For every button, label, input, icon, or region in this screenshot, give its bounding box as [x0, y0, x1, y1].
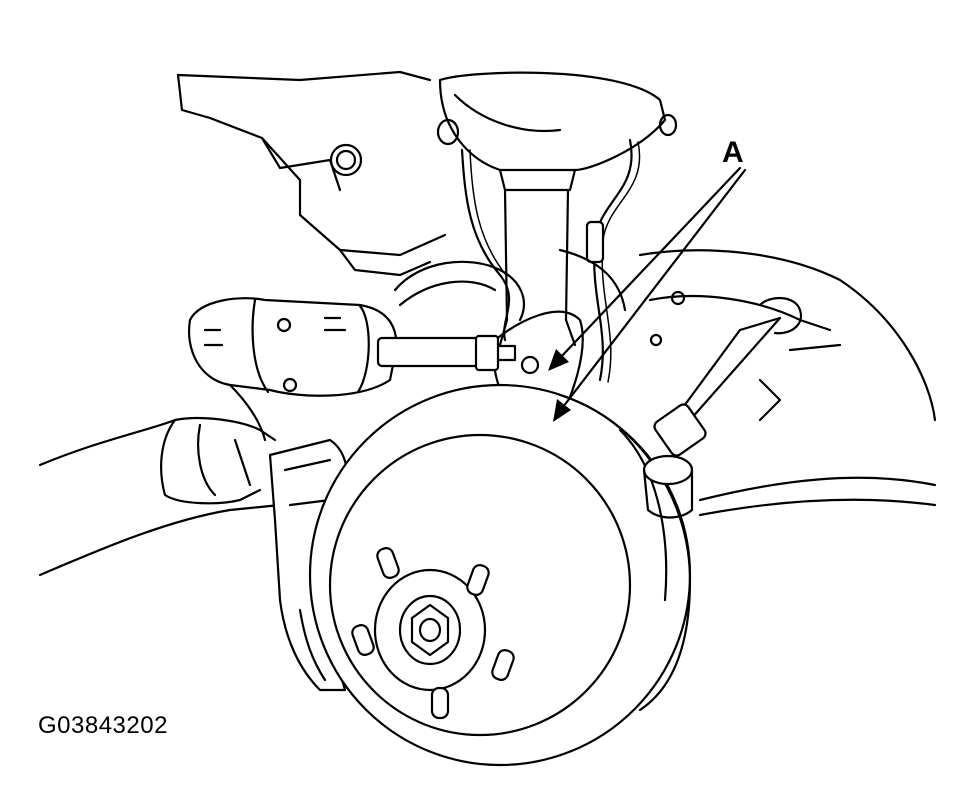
stabilizer-link — [393, 248, 627, 322]
brake-rotor — [308, 383, 692, 767]
hand — [38, 383, 282, 577]
fender-panel — [176, 70, 447, 277]
tie-rod — [642, 297, 803, 519]
figure-id: G03843202 — [38, 712, 168, 739]
brake-hose — [460, 138, 641, 383]
callout-arrows — [548, 166, 747, 422]
impact-wrench — [187, 297, 517, 397]
callout-label-a: A — [722, 136, 744, 169]
wheel-studs — [351, 547, 515, 720]
wheel-hub — [373, 568, 487, 692]
lower-arm — [638, 249, 937, 517]
strut-assembly — [436, 71, 678, 347]
